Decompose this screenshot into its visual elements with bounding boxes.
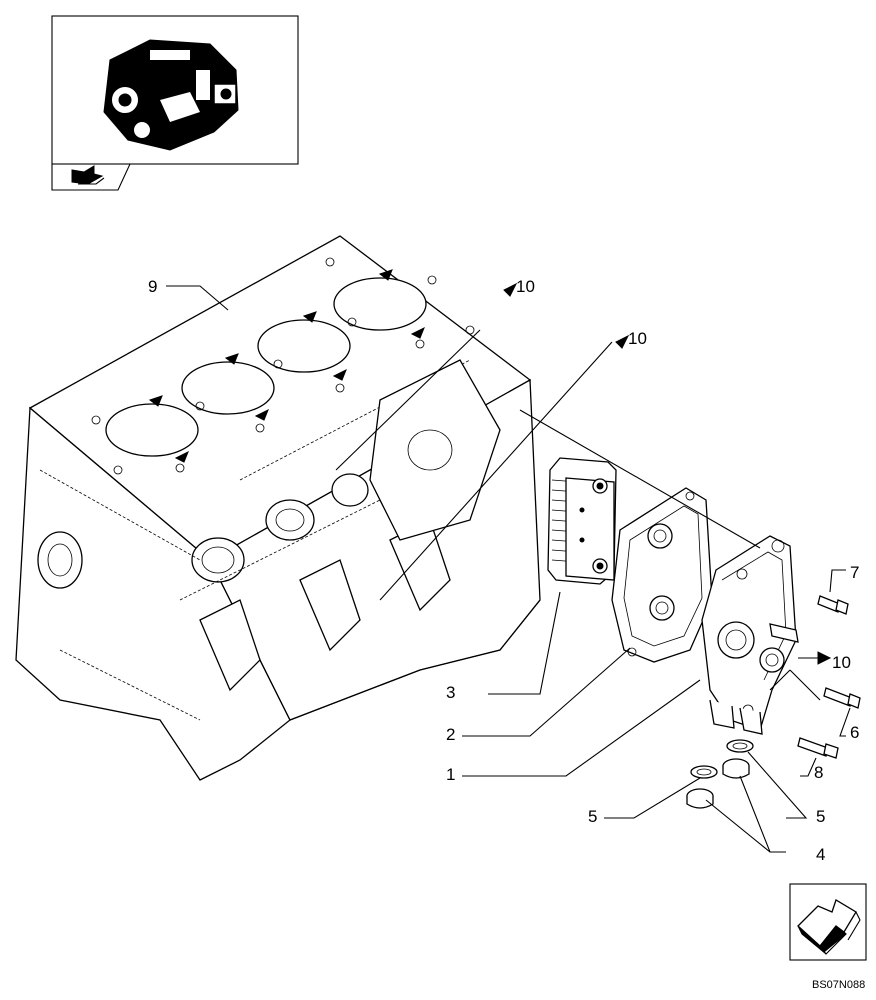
seal-ring-part-right xyxy=(726,739,754,753)
callout-6: 6 xyxy=(850,723,859,742)
callout-7: 7 xyxy=(850,563,859,582)
bolt-part-8 xyxy=(797,737,839,759)
gasket-part xyxy=(611,487,713,663)
engine-thumbnail-icon[interactable] xyxy=(51,15,299,165)
callout-10-middle: 10 xyxy=(628,329,647,348)
leader-lines xyxy=(166,285,851,853)
support-housing-part xyxy=(701,535,799,735)
callout-1: 1 xyxy=(446,765,455,784)
engine-block-part xyxy=(15,235,541,781)
plug-part-left xyxy=(686,788,714,809)
leader-arrowheads xyxy=(503,282,832,665)
callout-10-upper: 10 xyxy=(516,277,535,296)
plug-part-right xyxy=(722,758,750,779)
bolt-part-6 xyxy=(823,687,861,709)
next-page-arrow-icon[interactable] xyxy=(789,883,867,961)
callout-3: 3 xyxy=(446,683,455,702)
callout-4: 4 xyxy=(816,845,825,864)
callout-8: 8 xyxy=(814,763,823,782)
callout-2: 2 xyxy=(446,725,455,744)
reference-arrow-icon[interactable] xyxy=(51,163,131,191)
callout-5-right: 5 xyxy=(816,807,825,826)
seal-ring-part-left xyxy=(690,765,718,779)
bolt-part-7 xyxy=(817,595,849,615)
drawing-code: BS07N088 xyxy=(812,979,865,991)
oil-cooler-part xyxy=(547,457,617,585)
callout-10-lower: 10 xyxy=(832,653,851,672)
callout-9: 9 xyxy=(148,277,157,296)
callout-5-left: 5 xyxy=(588,807,597,826)
